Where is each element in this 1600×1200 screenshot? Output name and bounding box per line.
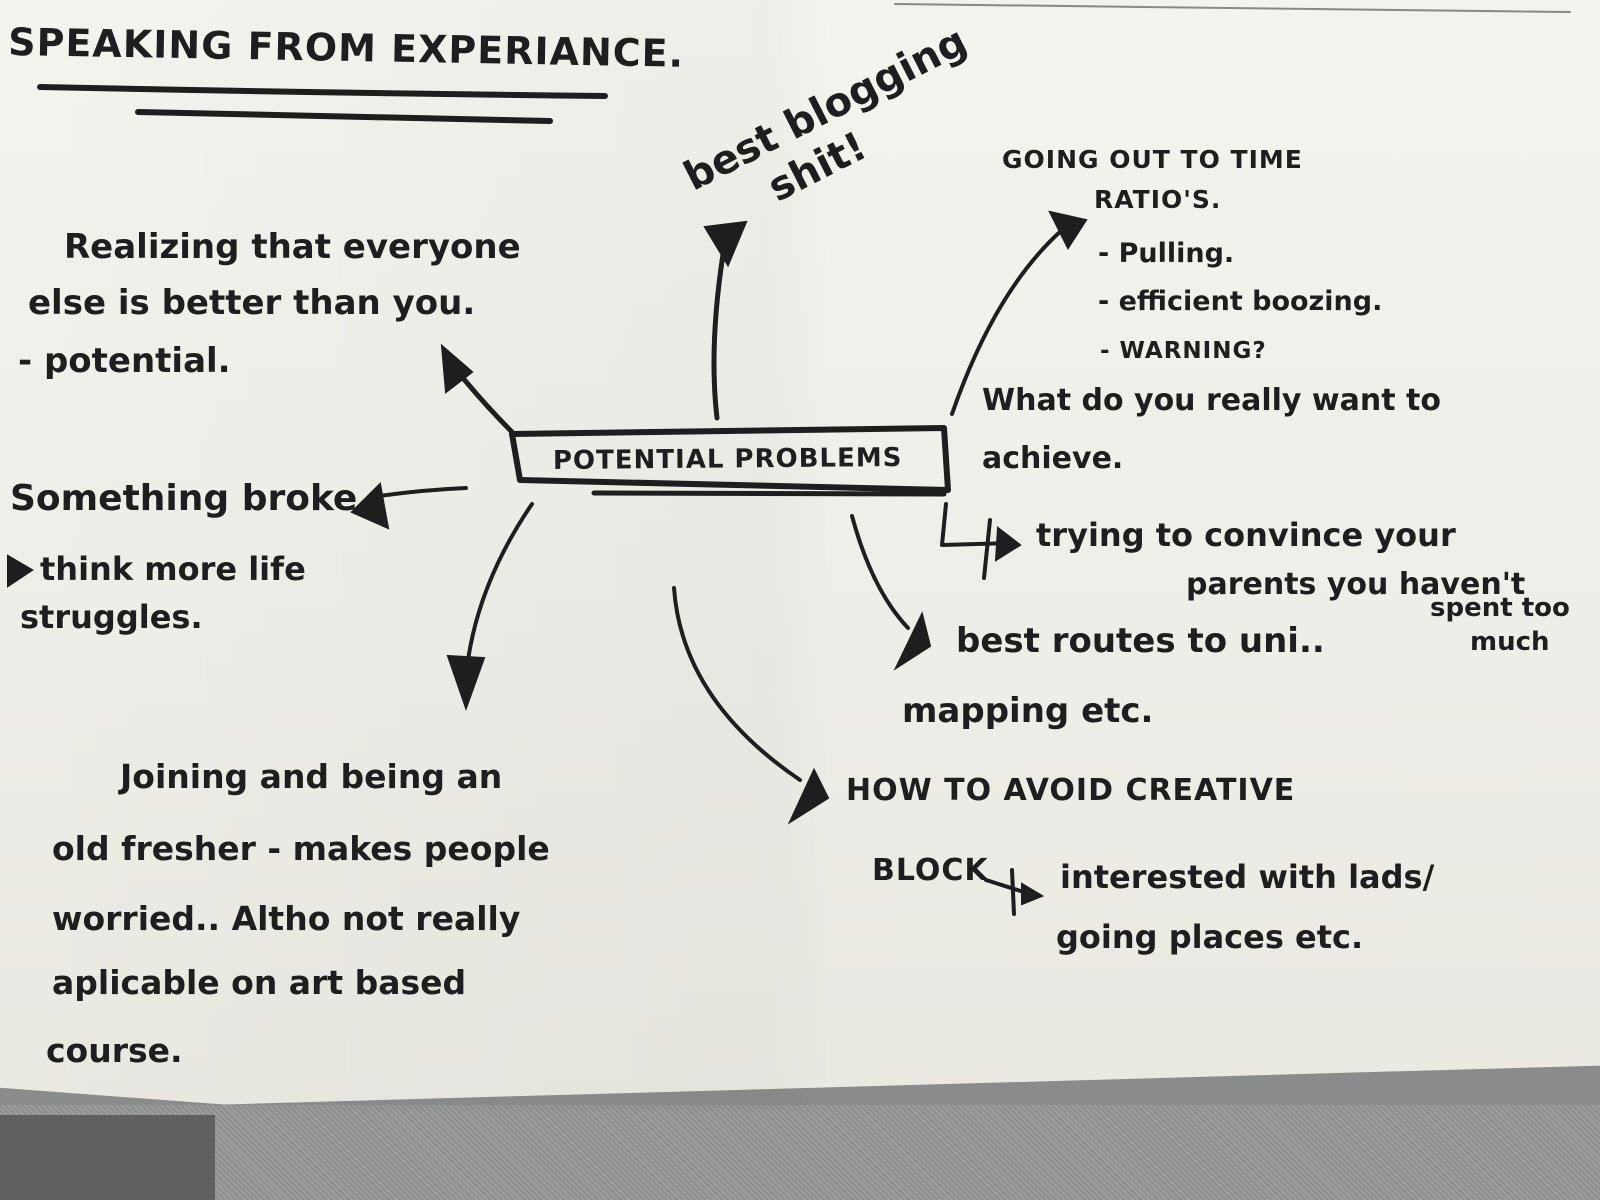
convince-line-3: spent too [1430, 593, 1570, 623]
arrow-to-creative-block [672, 586, 802, 782]
going-out-line-2: RATIO'S. [1094, 185, 1221, 214]
page-title: SPEAKING FROM EXPERIANCE. [8, 20, 685, 76]
arrowhead-realizing [440, 343, 474, 394]
arrowhead-think [7, 554, 34, 588]
table-surface [0, 1105, 1600, 1200]
going-out-line-7: achieve. [982, 441, 1123, 476]
arrowhead-block-interested [1021, 882, 1045, 906]
table-shadow [0, 1115, 215, 1200]
going-out-line-6: What do you really want to [982, 383, 1441, 418]
realizing-line-2: else is better than you. [28, 283, 475, 323]
arrow-block-interested-stem [1010, 868, 1016, 916]
joining-line-2: old fresher - makes people [52, 829, 550, 868]
routes-line-1: best routes to uni.. [956, 621, 1325, 661]
creative-block-line-1: HOW TO AVOID CREATIVE [846, 773, 1295, 808]
paper-top-edge [894, 3, 1571, 13]
arrow-to-routes [850, 514, 910, 630]
something-broke-line-3: struggles. [20, 598, 203, 636]
node-realizing: Realizing that everyone else is better t… [18, 227, 521, 381]
joining-line-4: aplicable on art based [52, 963, 466, 1002]
joining-line-3: worried.. Altho not really [52, 899, 520, 938]
node-routes: best routes to uni.. mapping etc. [902, 621, 1325, 731]
realizing-line-1: Realizing that everyone [64, 227, 521, 267]
arrow-to-blogging [711, 233, 729, 421]
arrowhead-joining [446, 654, 486, 712]
going-out-line-1: GOING OUT TO TIME [1002, 145, 1303, 174]
joining-line-1: Joining and being an [118, 757, 502, 796]
node-going-out: GOING OUT TO TIME RATIO'S. - Pulling. - … [982, 145, 1441, 476]
central-label: POTENTIAL PROBLEMS [553, 443, 903, 476]
something-broke-line-2: think more life [40, 550, 306, 588]
joining-line-5: course. [46, 1031, 183, 1070]
paper-crease [0, 0, 1600, 1110]
node-joining: Joining and being an old fresher - makes… [46, 757, 550, 1070]
creative-block-line-2: BLOCK [872, 853, 989, 888]
arrow-to-something-broke [370, 486, 468, 499]
paper-sheet [0, 0, 1600, 1105]
realizing-line-3: - potential. [18, 341, 231, 381]
going-out-line-5: - WARNING? [1100, 338, 1267, 364]
creative-block-line-4: going places etc. [1056, 918, 1363, 956]
arrowhead-routes [893, 611, 932, 671]
arrow-to-joining [466, 502, 534, 662]
node-convince: trying to convince your parents you have… [1036, 516, 1570, 657]
going-out-line-3: - Pulling. [1098, 238, 1234, 269]
title-underline-1 [37, 84, 608, 99]
arrowhead-convince [994, 526, 1022, 562]
central-box-shadow [591, 490, 947, 497]
node-blogging: best blogging shit! [677, 18, 975, 211]
node-something-broke: Something broke. think more life struggl… [10, 478, 371, 636]
arrow-to-going-out [950, 228, 1064, 416]
convince-line-2: parents you haven't [1186, 567, 1525, 602]
going-out-line-4: - efficient boozing. [1098, 286, 1382, 317]
creative-block-line-3: interested with lads/ [1060, 858, 1435, 896]
convince-line-1: trying to convince your [1036, 516, 1456, 554]
arrowhead-blogging [703, 220, 748, 268]
arrowhead-going-out [1048, 210, 1088, 251]
routes-line-2: mapping etc. [902, 691, 1153, 731]
convince-line-4: much [1470, 627, 1550, 657]
title-underline-2 [135, 109, 553, 124]
arrowhead-creative-block [787, 767, 830, 825]
central-node: POTENTIAL PROBLEMS [509, 425, 951, 497]
something-broke-line-1: Something broke. [10, 478, 371, 519]
central-box [509, 425, 951, 493]
arrow-to-convince-stem [982, 518, 992, 580]
node-creative-block: HOW TO AVOID CREATIVE BLOCK interested w… [846, 773, 1435, 956]
arrowhead-something-broke [350, 481, 390, 530]
